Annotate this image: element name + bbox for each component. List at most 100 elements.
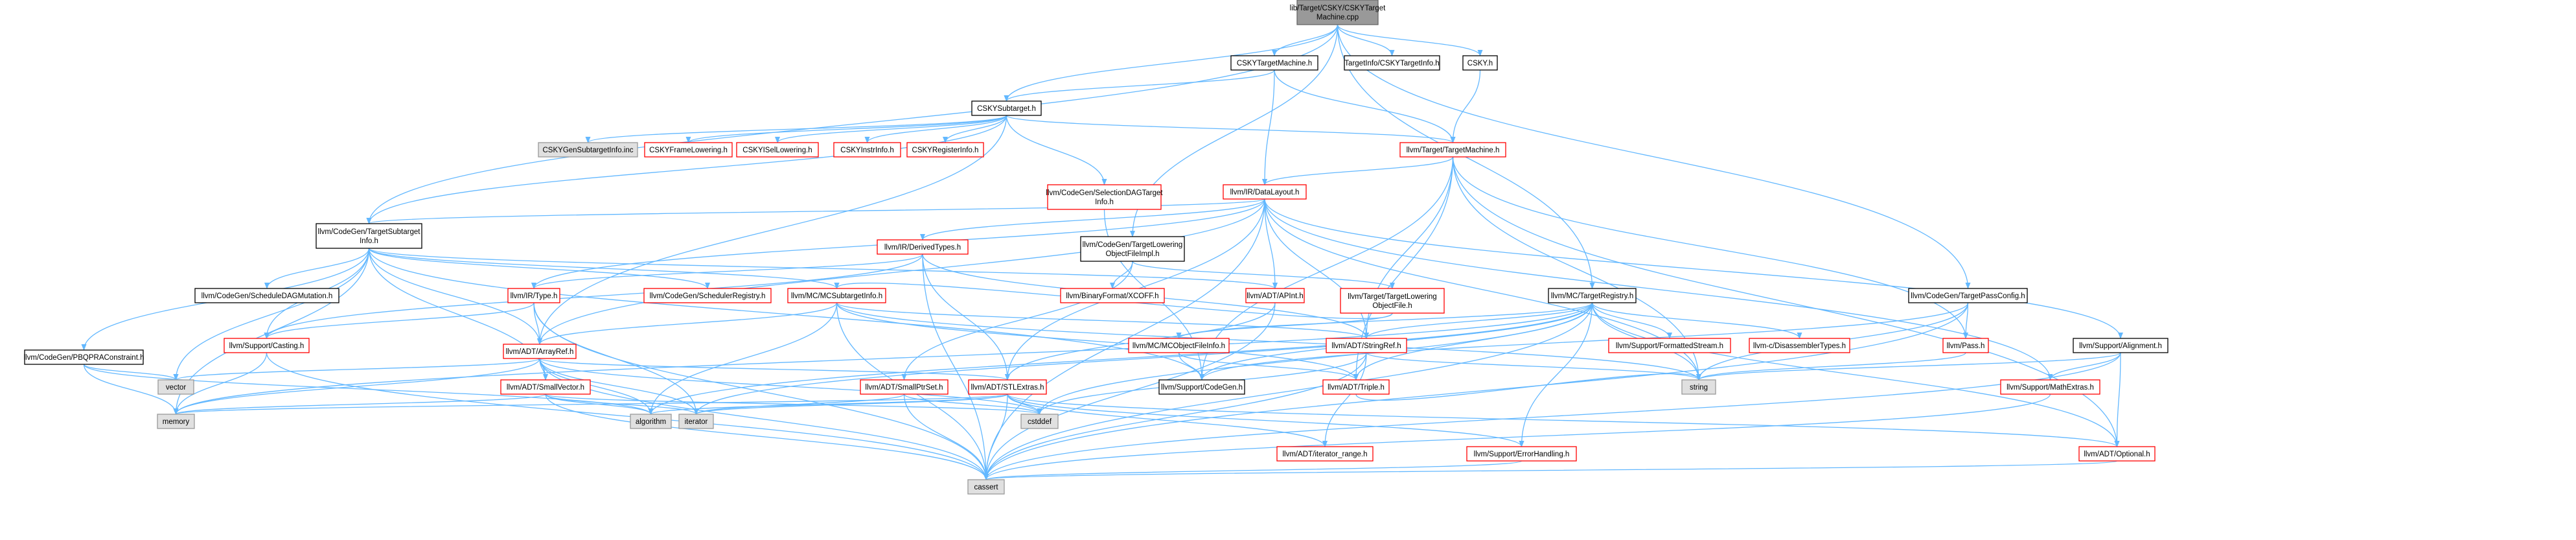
node-box bbox=[500, 379, 591, 395]
header-node-Alignment[interactable]: llvm/Support/Alignment.h bbox=[2073, 338, 2168, 353]
header-node-STLExtras[interactable]: llvm/ADT/STLExtras.h bbox=[968, 379, 1047, 395]
header-node-APInt[interactable]: llvm/ADT/APInt.h bbox=[1245, 288, 1305, 303]
header-node-cstddef: cstddef bbox=[1020, 414, 1059, 429]
include-edge-ArrayRef-to-algorithm bbox=[539, 358, 654, 415]
include-edge-Triple-to-string bbox=[1355, 373, 1701, 401]
include-edge-DerivedTypes-to-cassert bbox=[922, 253, 989, 480]
node-label: llvm-c/DisassemblerTypes.h bbox=[1753, 342, 1846, 350]
node-label: llvm/CodeGen/PBQPRAConstraint.h bbox=[24, 354, 144, 362]
include-edge-TargetRegistry-to-iterator bbox=[693, 302, 1593, 415]
include-edge-CSKYSubtarget-to-FrameLowering bbox=[685, 115, 1007, 143]
node-box bbox=[833, 142, 901, 158]
node-box bbox=[1020, 414, 1059, 429]
header-node-Disassembler[interactable]: llvm-c/DisassemblerTypes.h bbox=[1749, 338, 1850, 353]
include-edge-TargetSubtargetInfo-to-SupportCodeGen bbox=[368, 248, 1204, 381]
header-node-StringRef[interactable]: llvm/ADT/StringRef.h bbox=[1326, 338, 1407, 353]
header-node-DataLayout[interactable]: llvm/IR/DataLayout.h bbox=[1223, 184, 1307, 200]
header-node-PBQPRA[interactable]: llvm/CodeGen/PBQPRAConstraint.h bbox=[24, 349, 144, 365]
include-edge-STLExtras-to-Optional bbox=[1007, 393, 2120, 447]
node-box bbox=[1060, 288, 1165, 303]
header-node-TargetInfo[interactable]: TargetInfo/CSKYTargetInfo.h bbox=[1344, 55, 1440, 71]
header-node-IRType[interactable]: llvm/IR/Type.h bbox=[507, 288, 560, 303]
node-label: llvm/CodeGen/TargetLowering bbox=[1083, 241, 1183, 249]
header-node-SchedDAGMutation[interactable]: llvm/CodeGen/ScheduleDAGMutation.h bbox=[194, 288, 339, 303]
include-edge-DataLayout-to-StringRef bbox=[1264, 198, 1369, 339]
header-node-IteratorRange[interactable]: llvm/ADT/iterator_range.h bbox=[1276, 446, 1374, 462]
header-node-MCSubtargetInfo[interactable]: llvm/MC/MCSubtargetInfo.h bbox=[787, 288, 886, 303]
node-box bbox=[2078, 446, 2156, 462]
node-box bbox=[503, 344, 577, 359]
include-edge-CSKYSubtarget-to-SelectionDAG bbox=[1006, 115, 1107, 185]
include-edge-TargetRegistry-to-StringRef bbox=[1364, 302, 1593, 339]
header-node-ErrorHandling[interactable]: llvm/Support/ErrorHandling.h bbox=[1466, 446, 1577, 462]
header-node-RegisterInfo[interactable]: CSKYRegisterInfo.h bbox=[906, 142, 984, 158]
include-edge-PBQPRA-to-algorithm bbox=[83, 364, 654, 415]
node-label: llvm/ADT/StringRef.h bbox=[1331, 342, 1401, 350]
include-edge-TargetMachine-to-Pass bbox=[1452, 156, 1968, 339]
include-edge-CSKYSubtarget-to-ISelLowering bbox=[775, 115, 1007, 143]
header-node-MathExtras[interactable]: llvm/Support/MathExtras.h bbox=[2000, 379, 2100, 395]
include-edge-ArrayRef-to-cstddef bbox=[539, 358, 1042, 415]
node-label: llvm/ADT/Triple.h bbox=[1328, 384, 1385, 392]
header-node-SmallPtrSet[interactable]: llvm/ADT/SmallPtrSet.h bbox=[860, 379, 949, 395]
node-label: cassert bbox=[974, 484, 998, 491]
node-label: CSKYGenSubtargetInfo.inc bbox=[543, 147, 634, 154]
node-box bbox=[316, 223, 422, 249]
include-edge-DataLayout-to-Alignment bbox=[1264, 198, 2123, 339]
include-edge-TargetRegistry-to-Optional bbox=[1591, 302, 2120, 447]
node-box bbox=[906, 142, 984, 158]
header-node-FrameLowering[interactable]: CSKYFrameLowering.h bbox=[644, 142, 733, 158]
header-node-DerivedTypes[interactable]: llvm/IR/DerivedTypes.h bbox=[877, 239, 969, 255]
node-box bbox=[1322, 379, 1390, 395]
include-edge-MCSubtargetInfo-to-algorithm bbox=[648, 302, 838, 415]
node-label: llvm/Support/FormattedStream.h bbox=[1616, 342, 1723, 350]
node-label: llvm/CodeGen/SelectionDAGTarget bbox=[1046, 189, 1163, 197]
header-node-TargetRegistry[interactable]: llvm/MC/TargetRegistry.h bbox=[1548, 288, 1637, 303]
include-edge-MCObjectFileInfo-to-Triple bbox=[1178, 352, 1359, 381]
header-node-TargetMachine[interactable]: llvm/Target/TargetMachine.h bbox=[1399, 142, 1506, 158]
node-label: CSKYISelLowering.h bbox=[742, 147, 812, 154]
header-node-CSKYSubtarget[interactable]: CSKYSubtarget.h bbox=[971, 100, 1042, 116]
include-edge-PBQPRA-to-vector bbox=[83, 364, 179, 381]
header-node-ArrayRef[interactable]: llvm/ADT/ArrayRef.h bbox=[503, 344, 577, 359]
include-edge-CSKYSubtarget-to-ArrayRef bbox=[537, 115, 1007, 345]
node-box bbox=[1462, 55, 1498, 71]
node-layer: lib/Target/CSKY/CSKYTargetMachine.cppCSK… bbox=[24, 0, 2168, 495]
header-node-InstrInfo[interactable]: CSKYInstrInfo.h bbox=[833, 142, 901, 158]
node-box bbox=[538, 142, 638, 158]
header-node-XCOFF[interactable]: llvm/BinaryFormat/XCOFF.h bbox=[1060, 288, 1165, 303]
node-box bbox=[643, 288, 772, 303]
node-label: CSKYTargetMachine.h bbox=[1237, 60, 1312, 67]
node-box bbox=[644, 142, 733, 158]
include-edge-TargetSubtargetInfo-to-ArrayRef bbox=[368, 248, 542, 345]
node-label: vector bbox=[166, 384, 186, 392]
include-edge-TargetSubtargetInfo-to-SchedRegistry bbox=[368, 248, 710, 289]
header-node-Casting[interactable]: llvm/Support/Casting.h bbox=[224, 338, 310, 353]
include-edge-CSKYTargetMachine_h-to-DataLayout bbox=[1262, 69, 1275, 185]
node-label: llvm/Support/Casting.h bbox=[229, 342, 305, 350]
header-node-CSKY_h[interactable]: CSKY.h bbox=[1462, 55, 1498, 71]
include-edge-root-to-CSKYSubtarget bbox=[1004, 24, 1339, 102]
header-node-ISelLowering[interactable]: CSKYISelLowering.h bbox=[736, 142, 819, 158]
node-label: cstddef bbox=[1028, 418, 1052, 426]
node-label: llvm/BinaryFormat/XCOFF.h bbox=[1066, 292, 1158, 300]
header-node-SchedRegistry[interactable]: llvm/CodeGen/SchedulerRegistry.h bbox=[643, 288, 772, 303]
header-node-SupportCodeGen[interactable]: llvm/Support/CodeGen.h bbox=[1158, 379, 1245, 395]
header-node-TLOFImpl[interactable]: llvm/CodeGen/TargetLoweringObjectFileImp… bbox=[1080, 236, 1185, 262]
header-node-FormattedStream[interactable]: llvm/Support/FormattedStream.h bbox=[1608, 338, 1731, 353]
header-node-Triple[interactable]: llvm/ADT/Triple.h bbox=[1322, 379, 1390, 395]
header-node-MCObjectFileInfo[interactable]: llvm/MC/MCObjectFileInfo.h bbox=[1128, 338, 1230, 353]
header-node-Pass[interactable]: llvm/Pass.h bbox=[1942, 338, 1989, 353]
header-node-Optional[interactable]: llvm/ADT/Optional.h bbox=[2078, 446, 2156, 462]
include-edge-Optional-to-cassert bbox=[984, 460, 2118, 480]
include-edge-STLExtras-to-IteratorRange bbox=[1007, 393, 1328, 447]
node-box bbox=[1340, 288, 1445, 314]
header-node-SmallVector[interactable]: llvm/ADT/SmallVector.h bbox=[500, 379, 591, 395]
include-edge-root-to-CSKYTargetMachine_h bbox=[1272, 24, 1339, 56]
header-node-TargetPassConfig[interactable]: llvm/CodeGen/TargetPassConfig.h bbox=[1908, 288, 2028, 303]
header-node-CSKYTargetMachine_h[interactable]: CSKYTargetMachine.h bbox=[1230, 55, 1318, 71]
node-label: llvm/Pass.h bbox=[1947, 342, 1985, 350]
